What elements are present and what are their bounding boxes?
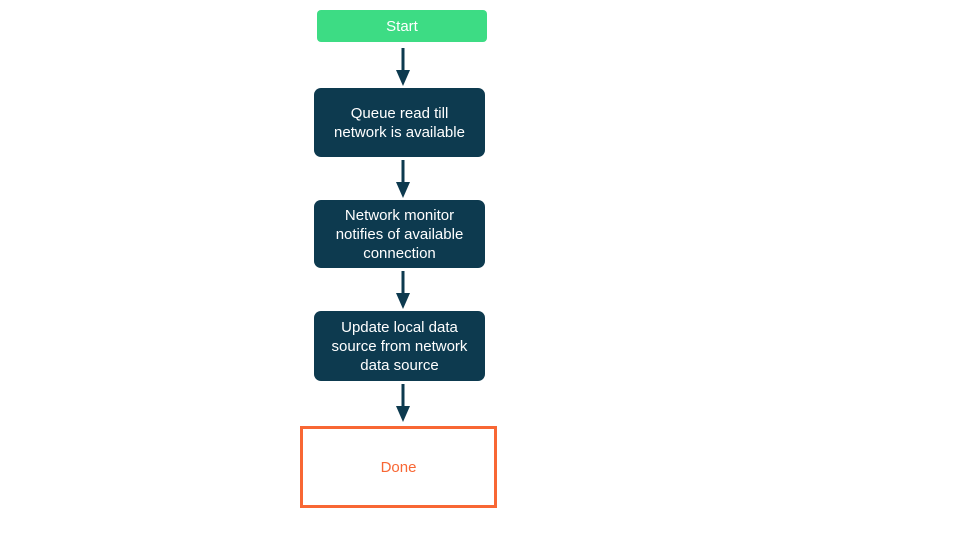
arrow-down-icon <box>396 384 410 422</box>
flow-node-update-local-data: Update local data source from network da… <box>314 311 485 381</box>
flow-node-start: Start <box>317 10 487 42</box>
flow-node-done: Done <box>300 426 497 508</box>
arrow-down-icon <box>396 160 410 198</box>
flow-node-network-monitor: Network monitor notifies of available co… <box>314 200 485 268</box>
arrow-down-icon <box>396 48 410 86</box>
flow-node-queue-read: Queue read till network is available <box>314 88 485 157</box>
arrow-down-icon <box>396 271 410 309</box>
